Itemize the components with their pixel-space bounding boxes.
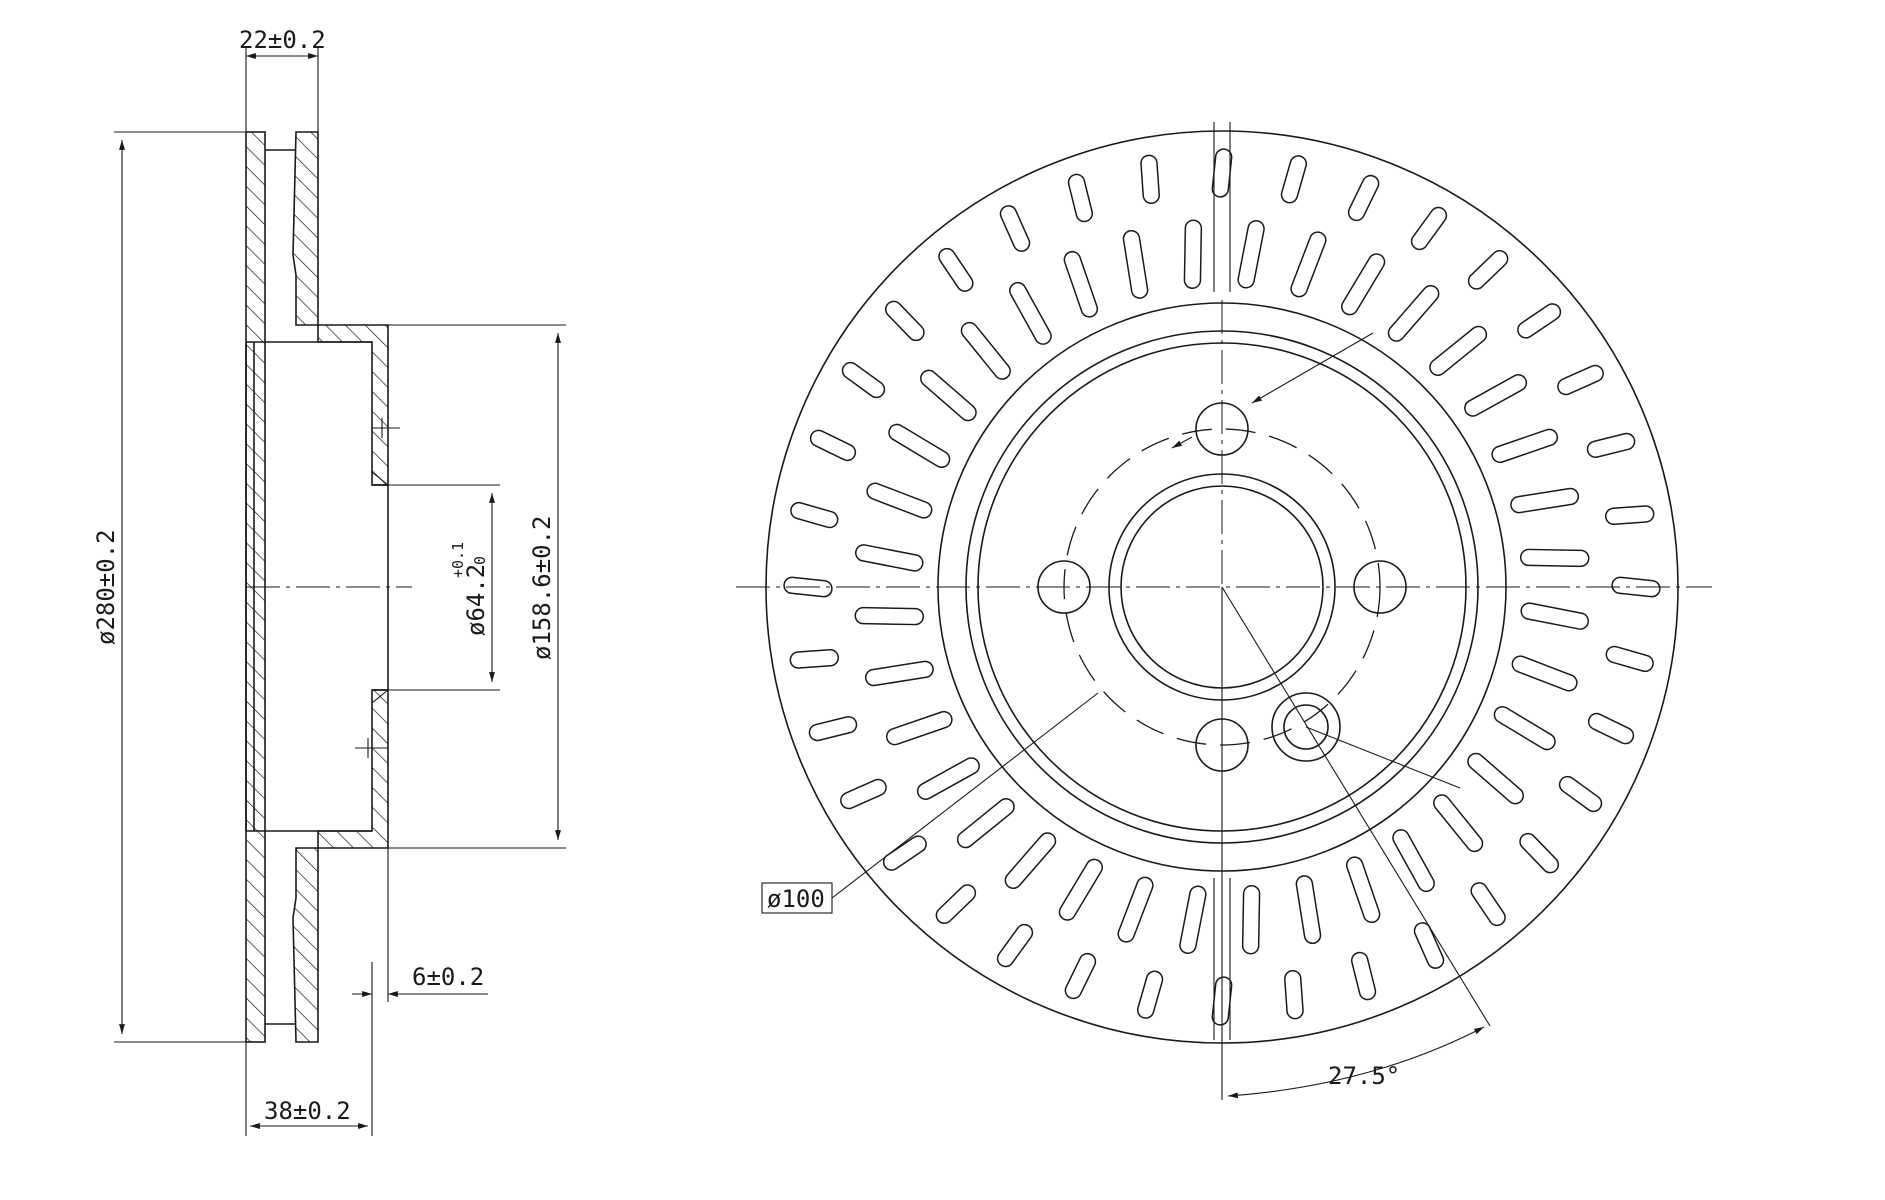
vent-slot	[920, 369, 977, 422]
vent-slot	[1491, 428, 1559, 464]
dim-hat-diameter: ø158.6±0.2	[528, 516, 556, 661]
vent-slot	[1341, 253, 1386, 316]
vent-slot	[789, 649, 840, 669]
vent-slot	[1520, 602, 1590, 630]
vent-slot	[808, 715, 858, 742]
dim-outer-diameter: ø280±0.2	[92, 529, 120, 645]
vent-slot	[996, 923, 1034, 968]
vent-slot	[1122, 229, 1149, 299]
angle-arc	[1227, 1026, 1485, 1099]
vent-slot	[1433, 794, 1484, 853]
vent-slot	[1387, 285, 1440, 342]
vent-slot	[1295, 875, 1322, 945]
dim-bore-diameter: ø64.2	[462, 564, 490, 636]
vent-slot	[1183, 219, 1203, 290]
vent-slot	[1241, 884, 1261, 955]
vent-slot	[1558, 775, 1603, 813]
vent-slot	[882, 835, 927, 871]
vent-slot	[1413, 922, 1445, 969]
hat-wall-upper	[317, 324, 389, 486]
vent-slot	[1058, 858, 1103, 921]
vent-slot	[1347, 174, 1380, 222]
hat-wall-lower	[317, 689, 389, 849]
vent-slot	[1063, 250, 1099, 318]
vent-slot	[1464, 374, 1528, 417]
vent-slot	[956, 798, 1015, 849]
bolt-leader-upper	[1251, 332, 1374, 404]
pcd-label-box	[761, 882, 833, 914]
front-view: 27.5° ø100	[736, 122, 1712, 1100]
vent-slots	[783, 148, 1661, 1026]
vent-slot	[1586, 432, 1636, 459]
vent-slot	[1467, 249, 1509, 290]
vent-slot	[1510, 487, 1580, 514]
vent-slot	[790, 501, 839, 529]
vent-slot	[938, 247, 974, 292]
vent-slot	[1493, 706, 1556, 751]
dim-angle: 27.5°	[1328, 1062, 1400, 1090]
vent-slot	[885, 710, 953, 746]
dim-bore-tol-lower: 0	[471, 556, 489, 565]
vent-slot	[1237, 219, 1265, 289]
vent-slot	[1004, 832, 1057, 889]
vent-slot	[1517, 303, 1562, 339]
vent-slot	[841, 361, 886, 399]
vent-slot	[854, 544, 924, 572]
vent-slot	[1519, 832, 1560, 874]
right-friction-plate-upper	[292, 131, 319, 326]
vent-slot	[999, 205, 1031, 252]
vent-slot	[1009, 281, 1052, 345]
vent-slot	[1410, 206, 1448, 251]
dim-overall-height: 38±0.2	[264, 1097, 351, 1125]
vent-slot	[1511, 655, 1578, 692]
vent-slot	[935, 884, 977, 925]
vent-slot	[1179, 885, 1207, 955]
vent-slot	[888, 423, 951, 468]
vent-slot	[1290, 231, 1327, 298]
vent-slot	[1605, 645, 1654, 673]
side-section-view: ø280±0.2 22±0.2 38±0.2 6±0.2 ø64.2 +0.1 …	[92, 26, 566, 1136]
vent-slot	[1470, 882, 1506, 927]
right-friction-plate-lower	[292, 847, 319, 1043]
vent-slot	[1604, 505, 1655, 525]
vent-slot	[1345, 856, 1381, 924]
vent-slot	[1136, 970, 1164, 1019]
vent-slot	[1140, 154, 1160, 205]
vent-slot	[1280, 155, 1308, 204]
vent-slot	[866, 482, 933, 519]
vent-slot	[864, 660, 934, 687]
vent-slot	[840, 778, 887, 810]
vent-slot	[854, 606, 925, 626]
vent-slot	[1064, 952, 1097, 1000]
dim-bore-tol-upper: +0.1	[449, 542, 467, 578]
vent-slot	[1557, 364, 1604, 396]
vent-slot	[1117, 876, 1154, 943]
vent-slot	[1587, 712, 1635, 745]
vent-slot	[1429, 325, 1488, 376]
vent-slot	[809, 429, 857, 462]
pcd-leader	[831, 692, 1099, 899]
dim-disc-thickness: 22±0.2	[239, 26, 326, 54]
vent-slot	[916, 757, 980, 800]
vent-slot	[1519, 548, 1590, 568]
vent-slot	[884, 300, 925, 342]
vent-slot	[1350, 951, 1377, 1001]
vent-slot	[1467, 752, 1524, 805]
angle-ray	[1221, 586, 1491, 1027]
dim-pcd: ø100	[767, 885, 825, 913]
vent-slot	[960, 321, 1011, 380]
vent-slot	[1392, 829, 1435, 893]
dim-hat-wall: 6±0.2	[412, 963, 484, 991]
vent-slot	[1211, 148, 1233, 198]
vent-slot	[1284, 969, 1304, 1020]
vent-slot	[1067, 173, 1094, 223]
